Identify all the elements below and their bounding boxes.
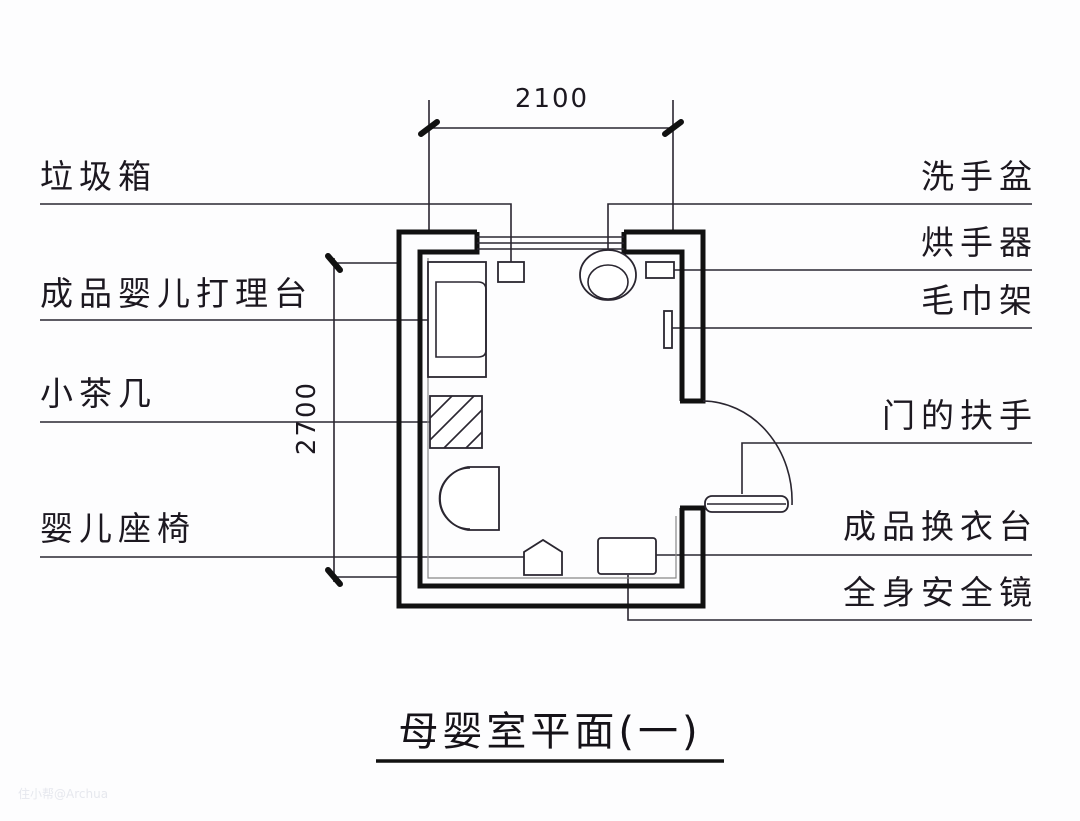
labels-right: 洗手盆 烘手器 毛巾架 门的扶手 成品换衣台 全身安全镜	[843, 157, 1038, 612]
baby-seat	[438, 466, 500, 531]
dimension-width: 2100	[418, 84, 684, 232]
leader-lines-left	[40, 203, 540, 558]
label-door-handle: 门的扶手	[882, 396, 1038, 435]
label-changing-table: 成品换衣台	[843, 507, 1038, 546]
dimension-depth-text: 2700	[292, 381, 322, 455]
diagram-title: 母婴室平面(一)	[398, 709, 701, 755]
leader-lines-right	[607, 203, 1032, 621]
hand-dryer	[645, 261, 675, 279]
walls	[396, 229, 706, 609]
label-trash-bin: 垃圾箱	[40, 157, 157, 196]
label-baby-care-table: 成品婴儿打理台	[40, 274, 313, 313]
watermark: 住小帮@Archua	[18, 787, 108, 801]
label-baby-seat: 婴儿座椅	[40, 509, 196, 548]
label-wash-basin: 洗手盆	[921, 157, 1038, 196]
wash-basin	[579, 249, 637, 301]
baby-seat-wall-unit	[523, 538, 563, 576]
label-towel-rack: 毛巾架	[921, 281, 1038, 320]
door	[702, 400, 793, 513]
label-hand-dryer: 烘手器	[921, 223, 1038, 262]
baby-care-table	[427, 261, 487, 378]
tea-table	[429, 395, 483, 449]
changing-table	[597, 537, 657, 575]
label-tea-table: 小茶几	[40, 374, 157, 413]
label-safety-mirror: 全身安全镜	[843, 573, 1038, 612]
towel-rack	[663, 310, 673, 349]
trash-bin	[497, 261, 525, 283]
dimension-width-text: 2100	[515, 84, 589, 114]
labels-left: 垃圾箱 成品婴儿打理台 小茶几 婴儿座椅	[40, 157, 313, 548]
dimension-depth: 2700	[292, 253, 400, 587]
